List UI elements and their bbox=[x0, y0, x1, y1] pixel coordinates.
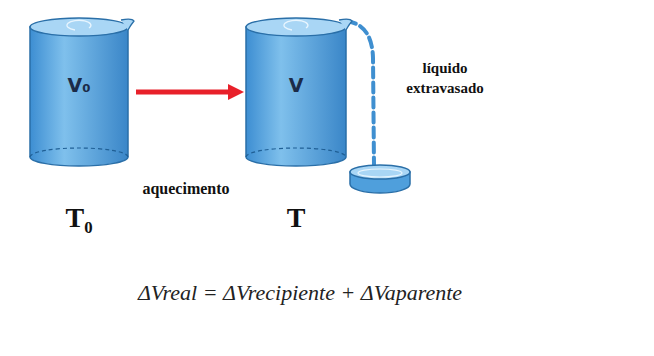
surface-ripple bbox=[67, 20, 91, 30]
overflow-label: líquido extravasado bbox=[385, 58, 505, 99]
overflow-stream bbox=[346, 21, 374, 166]
beaker-spout bbox=[339, 19, 352, 30]
beaker-body bbox=[30, 27, 128, 166]
volume-label: V bbox=[246, 74, 346, 96]
beaker: V₀T₀ bbox=[30, 18, 128, 166]
temperature-label: T₀ bbox=[30, 202, 128, 234]
heating-arrow bbox=[136, 90, 236, 95]
temperature-label: T bbox=[246, 202, 346, 234]
beaker-back-edge bbox=[246, 148, 346, 157]
beaker-back-edge bbox=[30, 148, 128, 157]
dish-surface bbox=[358, 169, 402, 177]
beaker-body bbox=[246, 27, 346, 166]
edge-label: aquecimento bbox=[140, 180, 231, 198]
surface-ripple bbox=[284, 20, 308, 30]
beaker-top bbox=[30, 18, 128, 36]
volume-label: V₀ bbox=[30, 74, 128, 96]
equation: ΔVreal = ΔVrecipiente + ΔVaparente bbox=[80, 280, 520, 306]
beaker-spout bbox=[121, 19, 134, 30]
beaker: VT bbox=[246, 18, 346, 166]
dish-top bbox=[350, 165, 410, 179]
beaker-top bbox=[246, 18, 346, 36]
